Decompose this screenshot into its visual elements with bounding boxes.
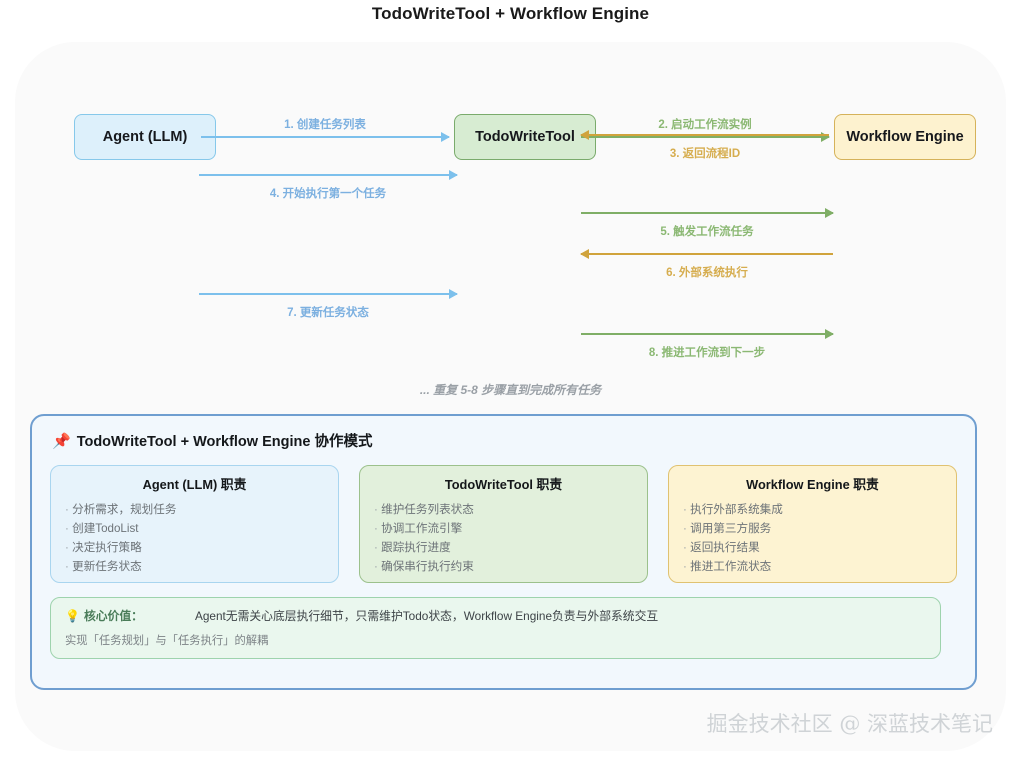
role-cards: Agent (LLM) 职责 分析需求，规划任务 创建TodoList 决定执行… [46, 465, 961, 583]
node-todowritetool-label: TodoWriteTool [475, 129, 575, 145]
arrow-step-3-label: 3. 返回流程ID [669, 148, 741, 160]
list-item: 更新任务状态 [65, 557, 324, 576]
arrow-step-3 [580, 130, 829, 140]
node-agent-label: Agent (LLM) [102, 129, 188, 145]
arrow-step-3-head [580, 130, 589, 140]
arrow-step-4-label: 4. 开始执行第一个任务 [269, 188, 387, 200]
arrow-step-4-head [449, 170, 458, 180]
role-card-todowritetool: TodoWriteTool 职责 维护任务列表状态 协调工作流引擎 跟踪执行进度… [359, 465, 648, 583]
arrow-step-3-line [581, 134, 829, 136]
list-item: 确保串行执行约束 [374, 557, 633, 576]
arrow-step-2-head [821, 132, 830, 142]
arrow-step-7 [199, 289, 458, 299]
arrow-step-5 [581, 208, 834, 218]
page-title: TodoWriteTool + Workflow Engine [371, 4, 650, 23]
list-item: 分析需求，规划任务 [65, 500, 324, 519]
node-todowritetool[interactable]: TodoWriteTool [454, 114, 596, 160]
arrow-step-1 [201, 132, 450, 142]
arrow-step-4-line [199, 174, 457, 176]
role-card-todowritetool-title: TodoWriteTool 职责 [444, 477, 563, 492]
core-value-subtext: 实现「任务规划」与「任务执行」的解耦 [65, 635, 269, 647]
arrow-step-2-label: 2. 启动工作流实例 [658, 119, 752, 131]
list-item: 协调工作流引擎 [374, 519, 633, 538]
arrow-step-8-head [825, 329, 834, 339]
core-value-label: 核心价值： [83, 609, 143, 623]
node-workflow-engine-label: Workflow Engine [846, 129, 964, 145]
arrow-step-1-label: 1. 创建任务列表 [284, 119, 366, 131]
repeat-note: ... 重复 5-8 步骤直到完成所有任务 [419, 383, 602, 397]
summary-panel: 📌 TodoWriteTool + Workflow Engine 协作模式 A… [30, 414, 977, 690]
list-item: 创建TodoList [65, 519, 324, 538]
summary-heading-text: TodoWriteTool + Workflow Engine 协作模式 [76, 434, 373, 450]
role-card-todowritetool-list: 维护任务列表状态 协调工作流引擎 跟踪执行进度 确保串行执行约束 [374, 500, 633, 576]
role-card-workflow-engine: Workflow Engine 职责 执行外部系统集成 调用第三方服务 返回执行… [668, 465, 957, 583]
arrow-step-5-line [581, 212, 833, 214]
arrow-step-2-line [581, 136, 829, 138]
arrow-step-6-line [581, 253, 833, 255]
role-card-agent-title: Agent (LLM) 职责 [142, 477, 247, 492]
core-value-box: 💡 核心价值： Agent无需关心底层执行细节，只需维护Todo状态，Workf… [50, 597, 941, 659]
role-card-workflow-engine-list: 执行外部系统集成 调用第三方服务 返回执行结果 推进工作流状态 [683, 500, 942, 576]
arrow-step-8-label: 8. 推进工作流到下一步 [648, 347, 766, 359]
arrow-step-5-label: 5. 触发工作流任务 [660, 226, 754, 238]
arrow-step-5-head [825, 208, 834, 218]
role-card-agent: Agent (LLM) 职责 分析需求，规划任务 创建TodoList 决定执行… [50, 465, 339, 583]
node-workflow-engine[interactable]: Workflow Engine [834, 114, 976, 160]
arrow-step-6-head [580, 249, 589, 259]
role-card-agent-list: 分析需求，规划任务 创建TodoList 决定执行策略 更新任务状态 [65, 500, 324, 576]
list-item: 维护任务列表状态 [374, 500, 633, 519]
arrow-step-1-head [441, 132, 450, 142]
list-item: 推进工作流状态 [683, 557, 942, 576]
lightbulb-icon: 💡 [65, 609, 80, 623]
arrow-step-4 [199, 170, 458, 180]
watermark: 掘金技术社区 @ 深蓝技术笔记 [706, 712, 993, 736]
arrow-step-7-line [199, 293, 457, 295]
core-value-text: Agent无需关心底层执行细节，只需维护Todo状态，Workflow Engi… [194, 609, 659, 623]
role-card-workflow-engine-title: Workflow Engine 职责 [746, 477, 879, 492]
summary-heading: 📌 TodoWriteTool + Workflow Engine 协作模式 [52, 430, 961, 451]
arrow-step-2 [581, 132, 830, 142]
core-value-row-primary: 💡 核心价值： Agent无需关心底层执行细节，只需维护Todo状态，Workf… [65, 607, 926, 624]
arrow-step-7-label: 7. 更新任务状态 [287, 307, 369, 319]
arrow-step-1-line [201, 136, 449, 138]
arrow-step-7-head [449, 289, 458, 299]
list-item: 跟踪执行进度 [374, 538, 633, 557]
list-item: 返回执行结果 [683, 538, 942, 557]
list-item: 执行外部系统集成 [683, 500, 942, 519]
arrow-step-8 [581, 329, 834, 339]
arrow-step-6-label: 6. 外部系统执行 [666, 267, 748, 279]
pushpin-icon: 📌 [52, 432, 71, 450]
list-item: 决定执行策略 [65, 538, 324, 557]
arrow-step-8-line [581, 333, 833, 335]
node-agent[interactable]: Agent (LLM) [74, 114, 216, 160]
list-item: 调用第三方服务 [683, 519, 942, 538]
arrow-step-6 [580, 249, 833, 259]
